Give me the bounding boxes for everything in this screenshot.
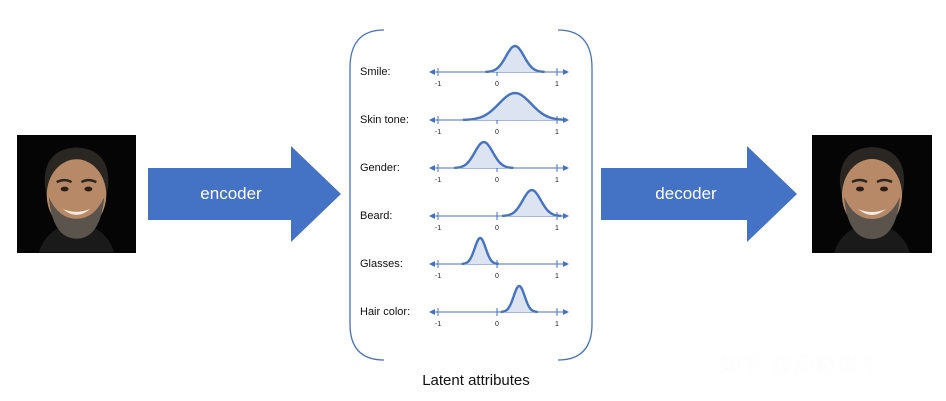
output-face-photo: [812, 135, 932, 253]
attr-label-glasses: Glasses:: [360, 258, 403, 270]
attr-label-hair-color: Hair color:: [360, 306, 411, 318]
decoder-label: decoder: [655, 184, 717, 203]
attr-label-smile: Smile:: [360, 66, 391, 78]
latent-attributes-caption: Latent attributes: [422, 372, 530, 389]
input-face-photo: [17, 135, 136, 253]
watermark: 知乎 @曲奇饼干: [720, 354, 882, 377]
encoder-arrow: [148, 146, 341, 242]
encoder-label: encoder: [200, 184, 262, 203]
decoder-arrow: [601, 146, 797, 242]
attr-label-beard: Beard:: [360, 210, 393, 222]
attr-label-skin-tone: Skin tone:: [360, 114, 409, 126]
attr-label-gender: Gender:: [360, 162, 400, 174]
face-photo-icon: [17, 135, 136, 253]
face-photo-icon: [812, 135, 932, 253]
latent-bracket: [349, 29, 593, 361]
